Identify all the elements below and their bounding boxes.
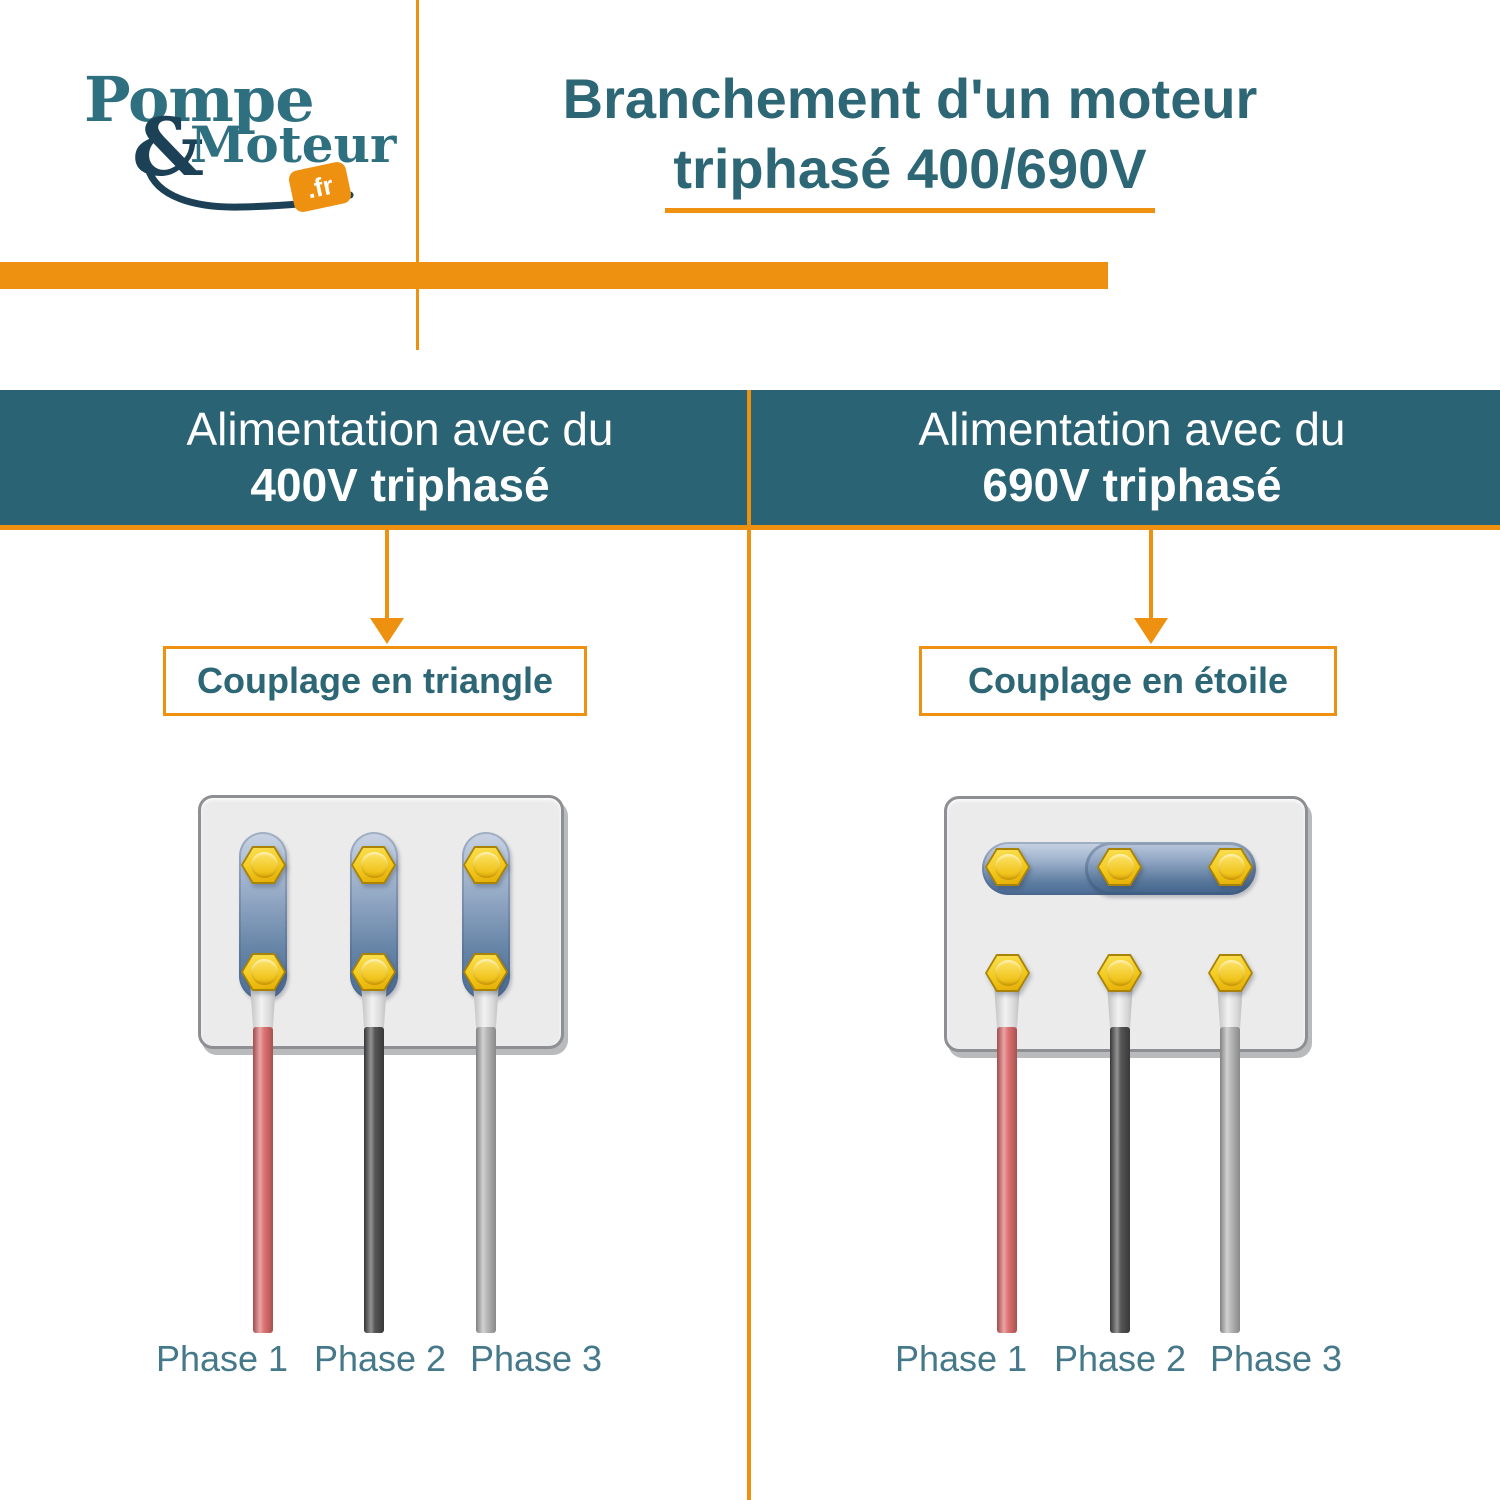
terminal-block-delta <box>198 795 564 1049</box>
nut-cap <box>360 959 388 985</box>
coupling-label-etoile: Couplage en étoile <box>967 660 1289 701</box>
header-690v-line1: Alimentation avec du <box>918 403 1346 455</box>
title-line-2: triphasé 400/690V <box>665 134 1155 213</box>
terminal-nut <box>351 953 396 991</box>
accent-bar <box>0 262 1108 289</box>
phase-label: Phase 1 <box>155 1338 289 1379</box>
coupling-label-triangle: Couplage en triangle <box>196 660 554 701</box>
wire-ferrule <box>1107 985 1133 1031</box>
title-line-2-row: triphasé 400/690V <box>425 134 1395 213</box>
nut-cap <box>1106 960 1134 986</box>
header-690v: Alimentation avec du 690V triphasé <box>735 401 1500 514</box>
logo-ampersand: & <box>132 100 205 194</box>
wire-phase-1 <box>997 1027 1017 1333</box>
phase-label: Phase 3 <box>1209 1338 1343 1379</box>
coupling-box-triangle: Couplage en triangle <box>163 646 587 716</box>
nut-cap <box>994 960 1022 986</box>
terminal-nut <box>241 953 286 991</box>
nut-cap <box>472 959 500 985</box>
logo-fr-text: .fr <box>304 169 336 204</box>
phase-label: Phase 1 <box>894 1338 1028 1379</box>
terminal-nut <box>351 846 396 884</box>
terminal-nut <box>1097 954 1142 992</box>
terminal-nut <box>985 954 1030 992</box>
logo: Pompe & Moteur .fr <box>70 55 396 230</box>
header-690v-line2: 690V triphasé <box>982 459 1282 511</box>
terminal-block-star <box>944 796 1308 1052</box>
arrow-shaft <box>385 530 389 622</box>
wire-sheen <box>253 1027 273 1333</box>
nut-cap <box>1217 854 1245 880</box>
logo-word-moteur: Moteur <box>190 115 397 174</box>
wire-phase-3 <box>1220 1027 1240 1333</box>
wire-ferrule <box>994 985 1020 1031</box>
nut-cap <box>994 854 1022 880</box>
wire-phase-2 <box>364 1027 384 1333</box>
nut-cap <box>250 959 278 985</box>
logo-word-pompe: Pompe <box>84 63 315 136</box>
arrow-head-icon <box>370 618 404 644</box>
wire-sheen <box>364 1027 384 1333</box>
top-vertical-divider <box>416 0 419 350</box>
terminal-nut <box>1208 954 1253 992</box>
header-400v-line2: 400V triphasé <box>250 459 550 511</box>
arrow-head-icon <box>1134 618 1168 644</box>
nut-cap <box>360 852 388 878</box>
nut-cap <box>472 852 500 878</box>
arrow-shaft <box>1149 530 1153 622</box>
wire-phase-3 <box>476 1027 496 1333</box>
wire-sheen <box>1220 1027 1240 1333</box>
header-400v: Alimentation avec du 400V triphasé <box>0 401 800 514</box>
nut-cap <box>250 852 278 878</box>
wire-phase-1 <box>253 1027 273 1333</box>
header-400v-line1: Alimentation avec du <box>186 403 614 455</box>
terminal-nut <box>463 953 508 991</box>
phase-label: Phase 2 <box>313 1338 447 1379</box>
phase-label: Phase 3 <box>469 1338 603 1379</box>
terminal-nut <box>463 846 508 884</box>
terminal-nut <box>985 848 1030 886</box>
coupling-box-etoile: Couplage en étoile <box>919 646 1337 716</box>
wire-sheen <box>476 1027 496 1333</box>
wire-sheen <box>997 1027 1017 1333</box>
phase-label: Phase 2 <box>1053 1338 1187 1379</box>
terminal-nut <box>1097 848 1142 886</box>
nut-cap <box>1106 854 1134 880</box>
column-divider <box>747 390 751 1500</box>
page-title: Branchement d'un moteur triphasé 400/690… <box>425 64 1395 213</box>
terminal-nut <box>241 846 286 884</box>
wire-sheen <box>1110 1027 1130 1333</box>
wire-phase-2 <box>1110 1027 1130 1333</box>
title-line-1: Branchement d'un moteur <box>562 67 1258 130</box>
terminal-nut <box>1208 848 1253 886</box>
wire-ferrule <box>1217 985 1243 1031</box>
nut-cap <box>1217 960 1245 986</box>
